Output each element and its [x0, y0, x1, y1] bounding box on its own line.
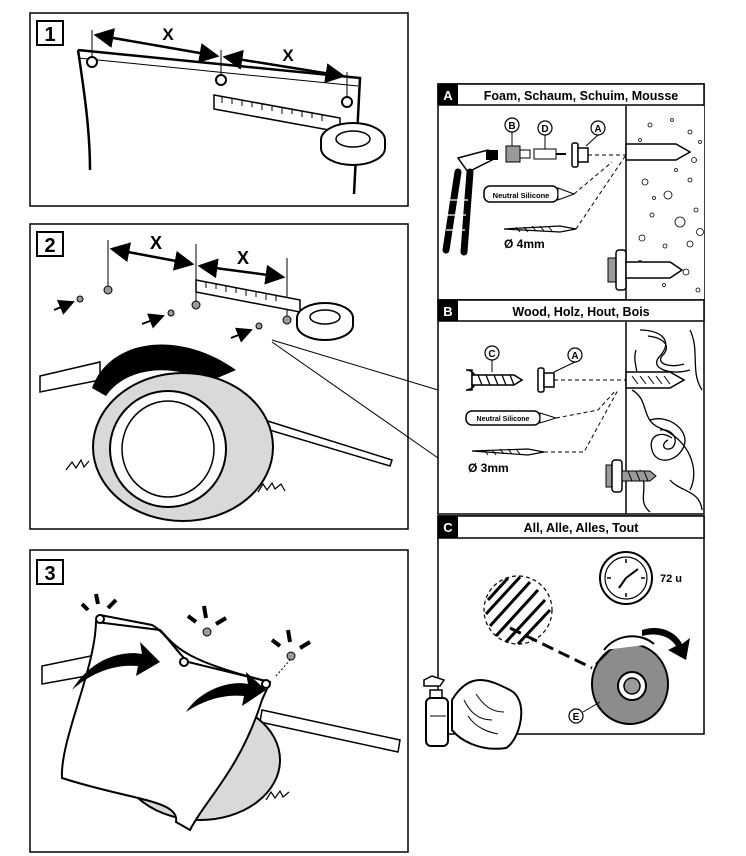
dimension-label: X [150, 233, 162, 253]
silicone-tube-icon: Neutral Silicone [483, 185, 576, 203]
hatched-circle [483, 575, 553, 646]
step-1-panel: 1 X X [29, 12, 409, 207]
step-3-number: 3 [44, 563, 55, 585]
direction-arrow [186, 672, 266, 712]
callout-c: C [484, 345, 500, 372]
installed-fastener [607, 249, 684, 291]
panel-a-letter: A [443, 88, 453, 103]
eyelet [341, 96, 353, 108]
callout-a: A [585, 120, 606, 147]
cleaning-cloth-icon [451, 679, 523, 750]
direction-arrow [72, 642, 160, 690]
part-b-icon [505, 145, 531, 163]
panel-b: B Wood, Holz, Hout, Bois [437, 299, 705, 515]
tube-label: Neutral Silicone [493, 191, 550, 200]
tape-measure [195, 279, 354, 341]
callout-b: B [504, 117, 520, 146]
rivet-gun-icon [442, 149, 498, 256]
cure-time-label: 72 u [660, 573, 682, 585]
svg-text:A: A [594, 124, 601, 135]
svg-text:A: A [571, 351, 578, 362]
svg-text:C: C [488, 349, 495, 360]
rivet-marks [53, 285, 292, 343]
screw-icon [465, 369, 524, 391]
dimension-arrow [109, 242, 195, 271]
step-2-panel: 2 X X [29, 223, 409, 530]
click-marks [80, 593, 312, 650]
panel-a-title: Foam, Schaum, Schuim, Mousse [484, 89, 679, 103]
eyelet [215, 74, 227, 86]
svg-text:E: E [573, 712, 580, 723]
step-3-badge [36, 559, 64, 585]
panel-a: A Foam, Schaum, Schuim, Mousse [437, 83, 705, 301]
wood-wall [625, 322, 703, 514]
eyelet [86, 56, 98, 68]
panel-b-letter: B [443, 304, 452, 319]
panel-c: C All, Alle, Alles, Tout 72 u [423, 515, 705, 750]
drill-size-label: Ø 3mm [468, 461, 509, 475]
part-a-icon [571, 142, 589, 168]
step-2-number: 2 [44, 235, 55, 257]
step-3-panel: 3 [29, 549, 409, 853]
svg-text:D: D [541, 124, 548, 135]
callout-a: A [553, 347, 583, 373]
silicone-tube-icon: Neutral Silicone [465, 410, 558, 426]
dimension-label: X [162, 25, 174, 44]
spray-bottle-icon [423, 675, 449, 747]
panel-c-letter: C [443, 520, 453, 535]
dimension-label: X [237, 248, 249, 268]
step-1-badge [36, 20, 64, 46]
callout-e: E [568, 701, 601, 724]
part-a-icon [537, 367, 555, 393]
drill-size-label: Ø 4mm [504, 237, 545, 251]
dimension-arrow [93, 28, 220, 63]
drill-bit-icon: Ø 4mm [503, 225, 577, 251]
callout-d: D [537, 120, 553, 149]
panel-c-title: All, Alle, Alles, Tout [524, 521, 640, 535]
dimension-arrow [222, 49, 346, 84]
svg-text:B: B [508, 121, 515, 132]
step-2-badge [36, 231, 64, 257]
dimension-arrow [197, 258, 286, 285]
tape-measure [213, 94, 386, 166]
dimension-label: X [282, 46, 294, 65]
panel-b-title: Wood, Holz, Hout, Bois [512, 305, 649, 319]
step-1-number: 1 [44, 24, 55, 46]
caravan-wheel [39, 344, 393, 522]
clock-icon [599, 551, 653, 605]
wheel-cover [60, 620, 272, 832]
tube-label: Neutral Silicone [477, 416, 530, 423]
installed-fastener [605, 459, 657, 493]
drill-bit-icon: Ø 3mm [468, 448, 545, 475]
cap-e-icon [591, 627, 690, 725]
